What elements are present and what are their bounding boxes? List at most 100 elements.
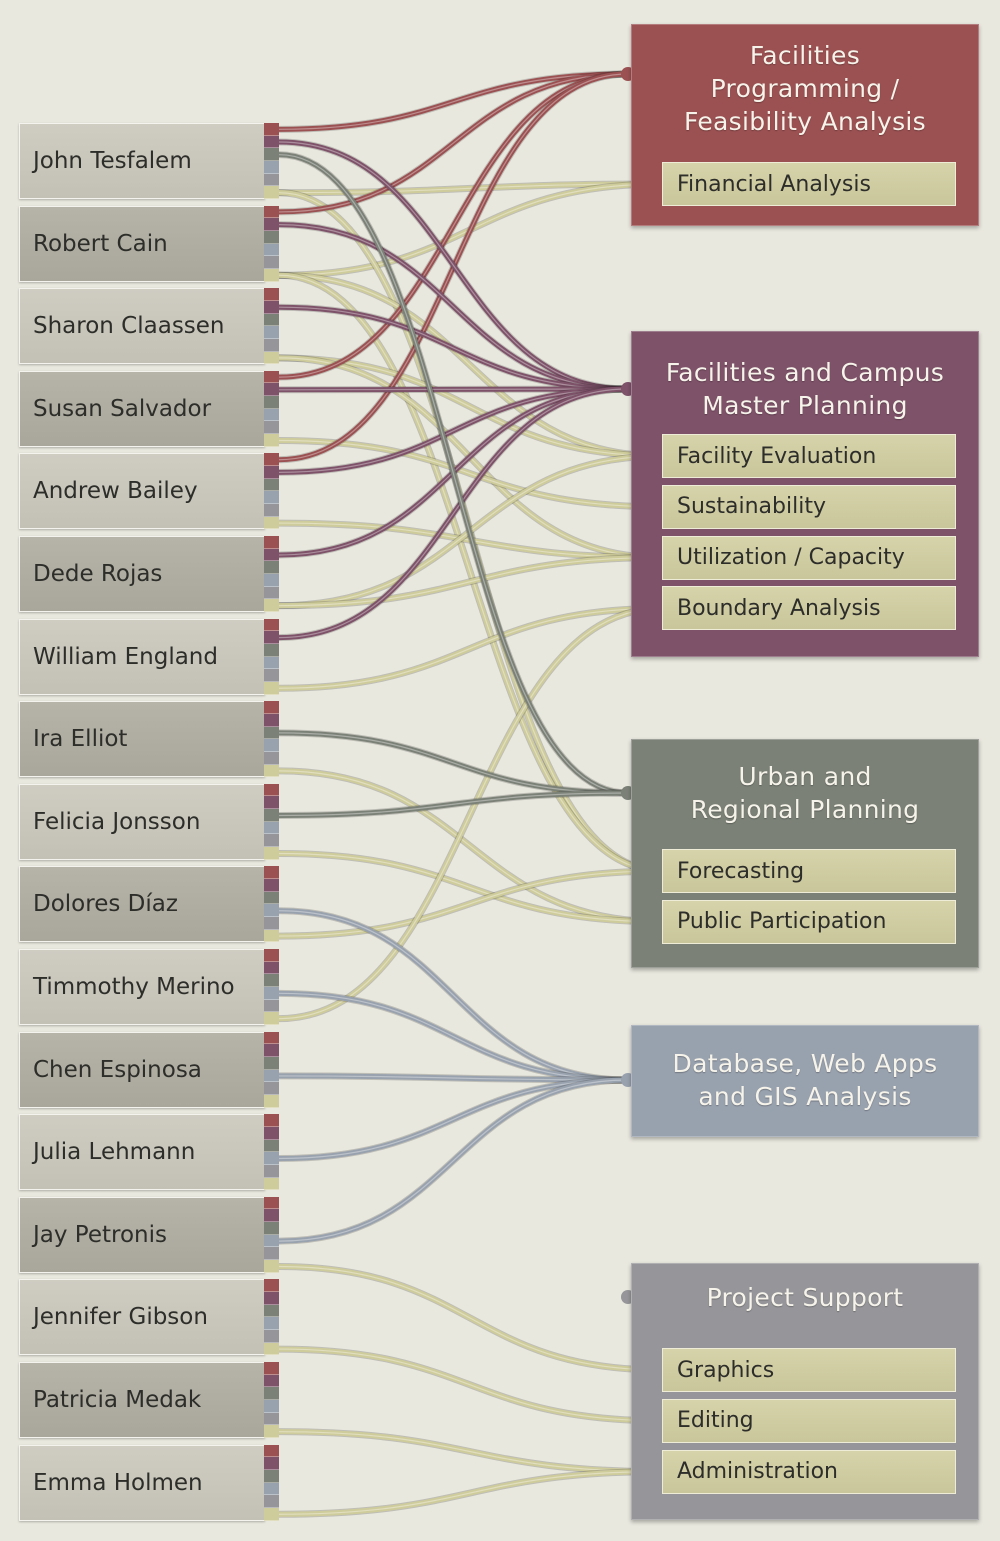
skill-forecasting: Forecasting	[662, 849, 956, 893]
person-card-john-tesfalem: John Tesfalem	[19, 123, 265, 199]
color-tab-campus-master	[264, 1292, 279, 1305]
person-card-julia-lehmann: Julia Lehmann	[19, 1114, 265, 1191]
person-color-tabs	[264, 453, 279, 530]
skill-link-line	[276, 768, 665, 925]
color-tab-facilities-programming	[264, 536, 279, 549]
color-tab-database-gis	[264, 1482, 279, 1496]
color-tab-facilities-programming	[264, 453, 279, 467]
person-card-ira-elliot: Ira Elliot	[19, 701, 265, 778]
skill-link-line-highlight	[278, 1431, 663, 1473]
group-link-line-highlight	[278, 73, 629, 213]
color-tab-skill-link	[264, 599, 279, 613]
skill-facility-evaluation: Facility Evaluation	[662, 434, 956, 478]
color-tab-facilities-programming	[264, 1362, 279, 1375]
person-card-felicia-jonsson: Felicia Jonsson	[19, 783, 265, 860]
person-card-sharon-claassen: Sharon Claassen	[19, 288, 265, 365]
skill-label: Public Participation	[677, 909, 887, 935]
group-title-line: Facilities	[749, 41, 861, 70]
color-tab-urban-regional	[264, 1304, 279, 1318]
skill-utilization-capacity: Utilization / Capacity	[662, 535, 956, 580]
color-tab-urban-regional	[264, 478, 279, 492]
skill-public-participation: Public Participation	[662, 899, 956, 944]
color-tab-project-support	[264, 586, 279, 600]
group-link-line	[276, 1077, 631, 1162]
color-tab-urban-regional	[264, 313, 279, 327]
person-name: Dolores Díaz	[33, 891, 178, 918]
group-link-line	[276, 222, 631, 392]
person-color-tabs	[264, 288, 279, 365]
skill-link-line-highlight	[278, 1348, 663, 1422]
color-tab-campus-master	[264, 135, 279, 149]
group-link-line	[276, 908, 631, 1083]
color-tab-skill-link	[264, 681, 279, 695]
group-link-line-highlight	[278, 1079, 629, 1160]
color-tab-database-gis	[264, 1400, 279, 1413]
color-tab-project-support	[264, 338, 279, 352]
person-name: Andrew Bailey	[33, 478, 198, 505]
group-link-line-highlight	[278, 73, 629, 378]
color-tab-database-gis	[264, 491, 279, 505]
color-tab-urban-regional	[264, 1139, 279, 1153]
color-tab-facilities-programming	[264, 288, 279, 301]
skill-link-line	[276, 850, 665, 925]
color-tab-campus-master	[264, 1374, 279, 1388]
person-card-andrew-bailey: Andrew Bailey	[19, 453, 265, 530]
person-color-tabs	[264, 1114, 279, 1191]
color-tab-skill-link	[264, 847, 279, 860]
color-tab-campus-master	[264, 218, 279, 231]
color-tab-project-support	[264, 669, 279, 682]
group-title-line: Urban and	[738, 762, 872, 791]
person-name: Timmothy Merino	[33, 974, 235, 1000]
skill-link-line-highlight	[278, 607, 663, 689]
person-name: Sharon Claassen	[33, 313, 225, 340]
color-tab-skill-link	[264, 1094, 279, 1108]
group-title-line: Programming /	[710, 74, 900, 103]
color-tab-database-gis	[264, 987, 279, 1000]
person-name: Felicia Jonsson	[33, 808, 201, 835]
group-link-line-highlight	[278, 1075, 629, 1081]
group-title-line: Database, Web Apps	[672, 1049, 938, 1078]
color-tab-urban-regional	[264, 643, 279, 657]
person-card-dolores-d-az: Dolores Díaz	[19, 866, 265, 943]
skill-administration: Administration	[662, 1449, 956, 1494]
color-tab-skill-link	[264, 1177, 279, 1191]
person-color-tabs	[264, 618, 279, 695]
group-link-line	[276, 139, 631, 392]
color-tab-facilities-programming	[264, 701, 279, 714]
color-tab-database-gis	[264, 326, 279, 339]
color-tab-project-support	[264, 1412, 279, 1426]
group-link-line-highlight	[278, 73, 629, 130]
skill-link-line	[276, 605, 665, 1022]
skill-editing: Editing	[662, 1398, 956, 1443]
color-tab-facilities-programming	[264, 1279, 279, 1293]
color-tab-database-gis	[264, 243, 279, 257]
group-link-line	[276, 71, 631, 215]
color-tab-campus-master	[264, 796, 279, 810]
group-title-line: Master Planning	[702, 391, 908, 420]
skill-label: Facility Evaluation	[677, 443, 877, 469]
person-color-tabs	[264, 866, 279, 943]
person-color-tabs	[264, 783, 279, 860]
color-tab-campus-master	[264, 1457, 279, 1470]
skill-link-line	[276, 1429, 665, 1475]
color-tab-skill-link	[264, 1507, 279, 1521]
color-tab-urban-regional	[264, 1387, 279, 1401]
skill-link-line-highlight	[278, 870, 663, 937]
group-link-line	[276, 386, 631, 393]
person-color-tabs	[264, 1196, 279, 1273]
person-name: Julia Lehmann	[33, 1139, 196, 1166]
color-tab-facilities-programming	[264, 1114, 279, 1127]
group-link-line	[276, 304, 631, 392]
color-tab-project-support	[264, 421, 279, 435]
color-tab-facilities-programming	[264, 370, 279, 384]
person-card-susan-salvador: Susan Salvador	[19, 370, 265, 447]
person-name: Robert Cain	[33, 230, 168, 257]
color-tab-campus-master	[264, 466, 279, 479]
skill-label: Editing	[677, 1408, 754, 1434]
group-link-line-highlight	[278, 306, 629, 390]
person-name: Jennifer Gibson	[33, 1304, 208, 1331]
